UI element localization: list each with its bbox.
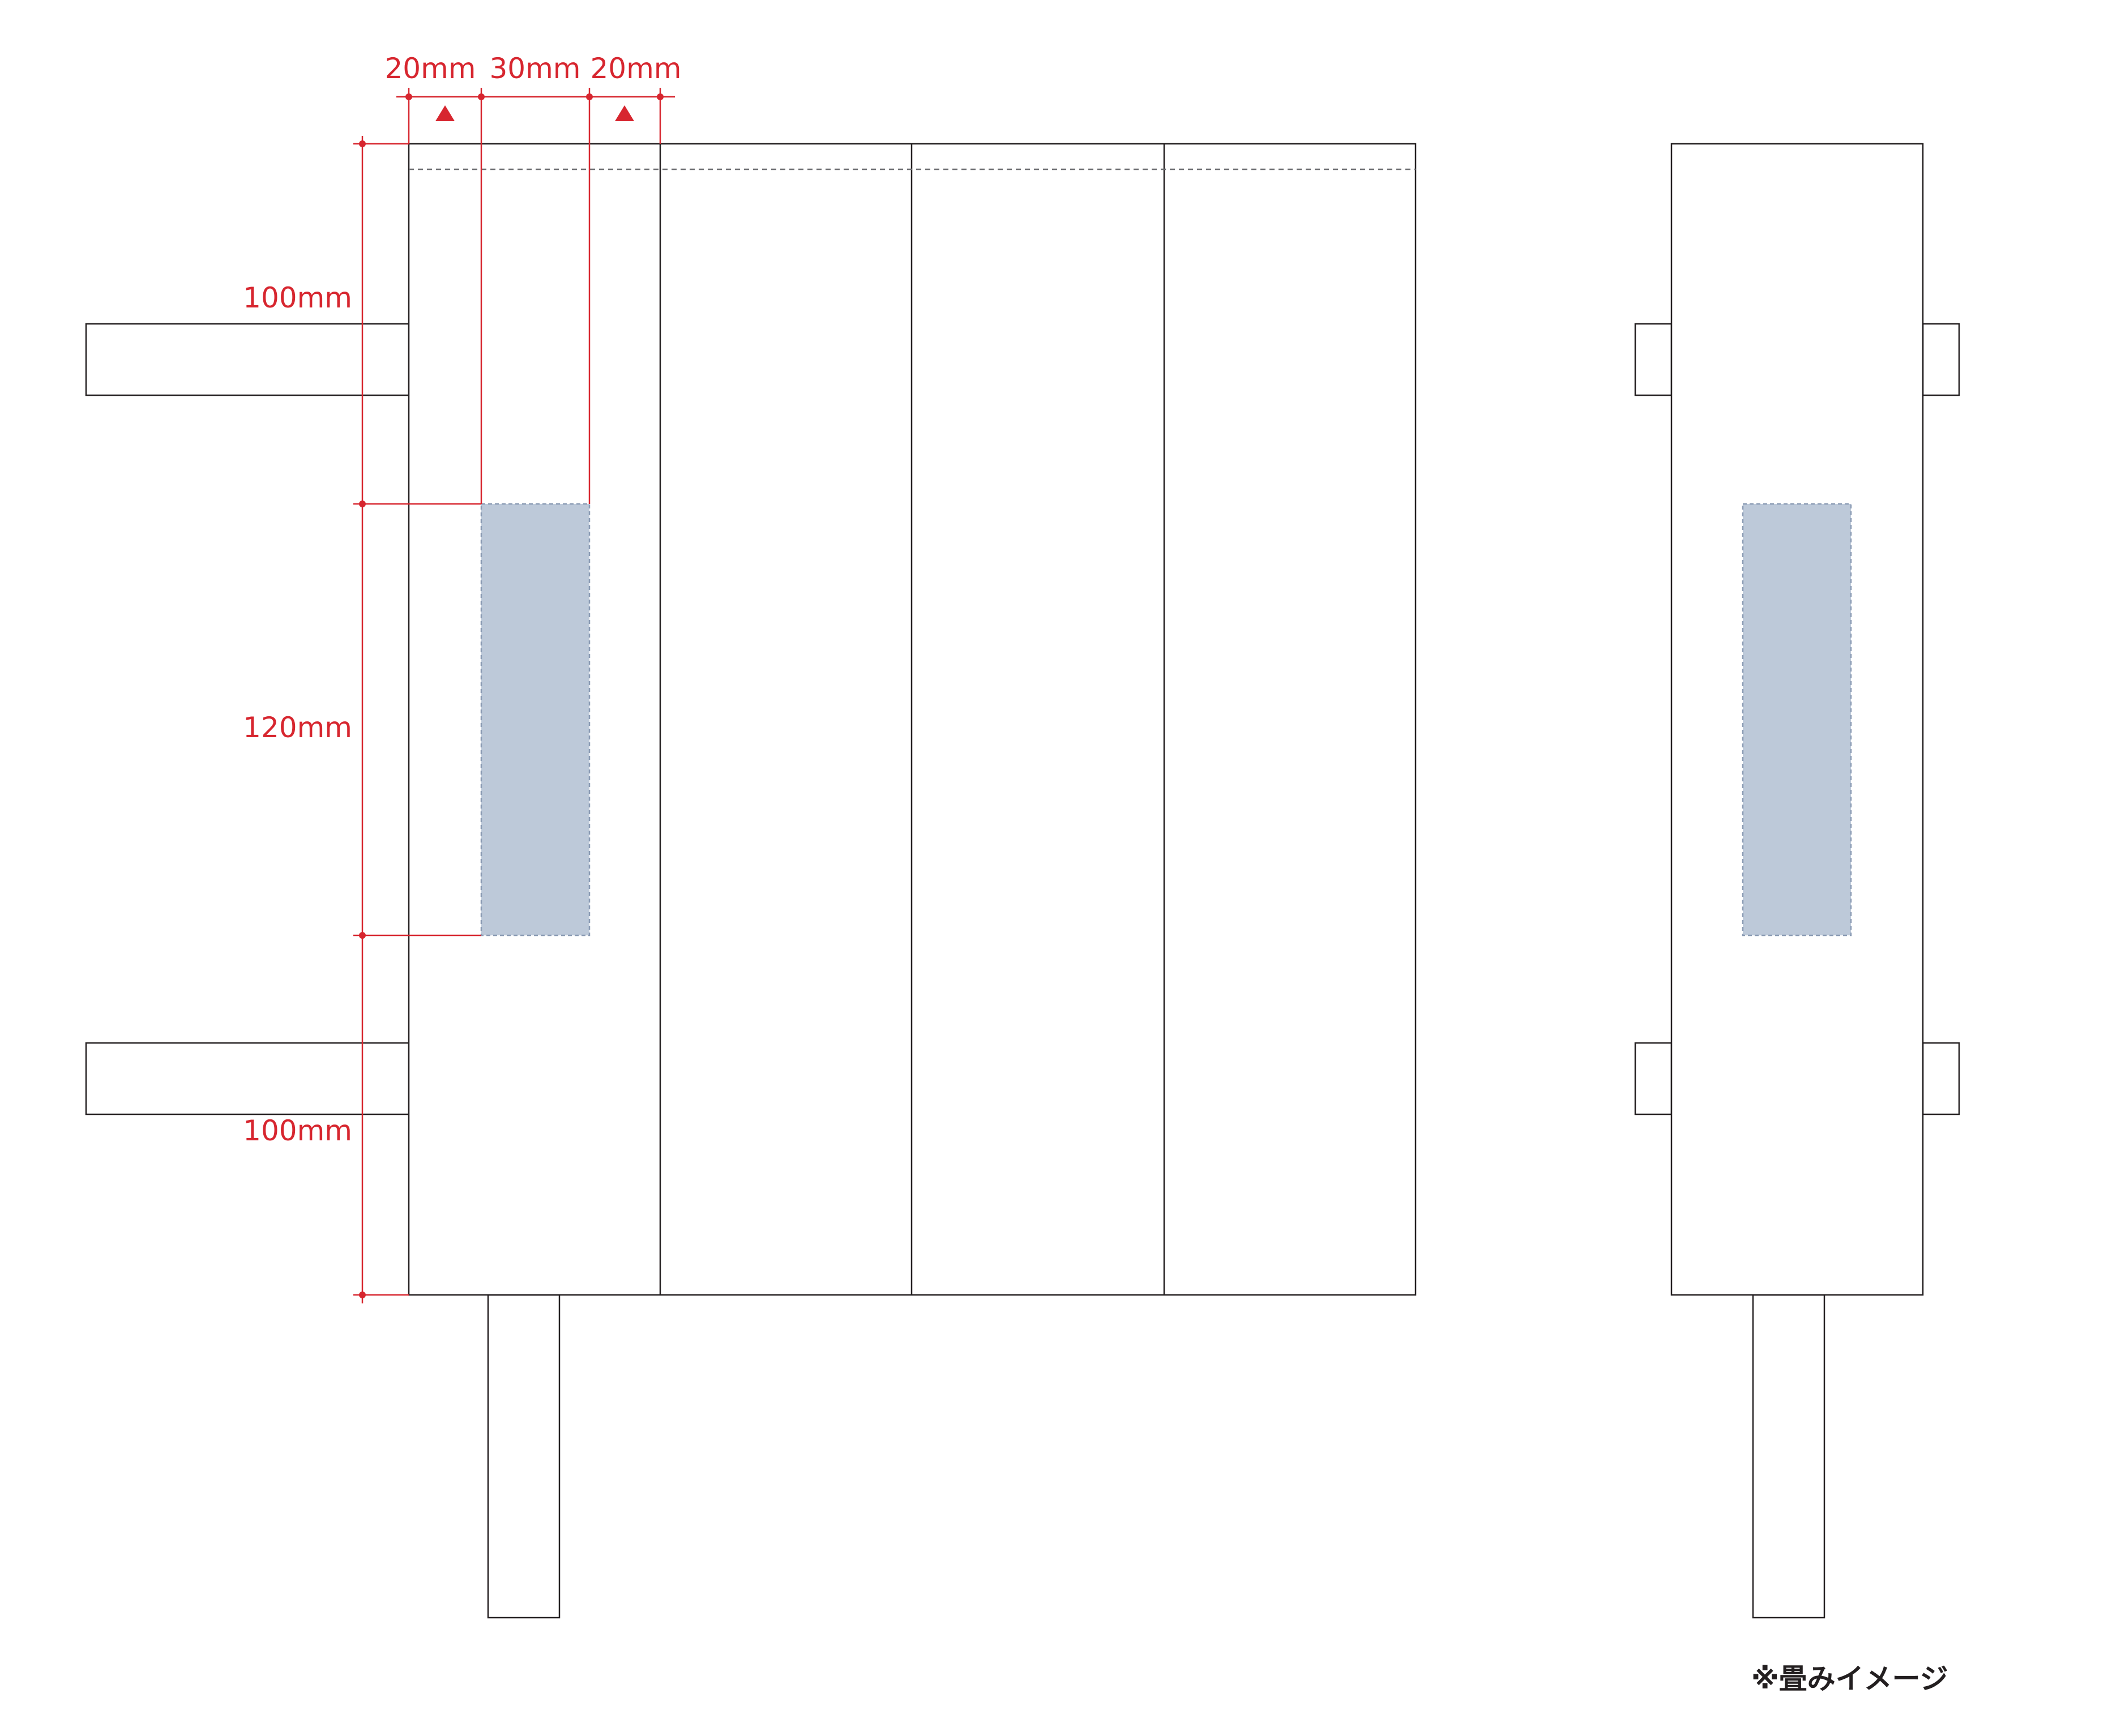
folded-tab-bottom-right	[1922, 1042, 1960, 1115]
left-tab-top	[85, 323, 410, 396]
folded-tab-bottom-left	[1634, 1042, 1673, 1115]
dim-width-right: 20mm	[590, 52, 681, 85]
print-area	[480, 503, 591, 937]
dimension-lines	[353, 88, 675, 1303]
folded-tab-top-left	[1634, 323, 1673, 396]
dim-height-top: 100mm	[243, 281, 352, 314]
dim-width-left: 20mm	[384, 52, 476, 85]
unfolded-view	[85, 143, 1417, 1619]
folded-image-note: ※畳みイメージ	[1751, 1662, 1948, 1695]
folded-strap	[1752, 1294, 1825, 1619]
folded-view	[1634, 143, 1960, 1619]
triangle-marker-left	[435, 105, 455, 121]
bottom-strap	[487, 1294, 561, 1619]
triangle-marker-right	[615, 105, 634, 121]
folded-tab-top-right	[1922, 323, 1960, 396]
dim-height-bottom: 100mm	[243, 1114, 352, 1147]
dim-width-mid: 30mm	[489, 52, 580, 85]
dim-height-mid: 120mm	[243, 711, 352, 744]
left-tab-bottom	[85, 1042, 410, 1115]
folded-print-area	[1742, 503, 1852, 937]
